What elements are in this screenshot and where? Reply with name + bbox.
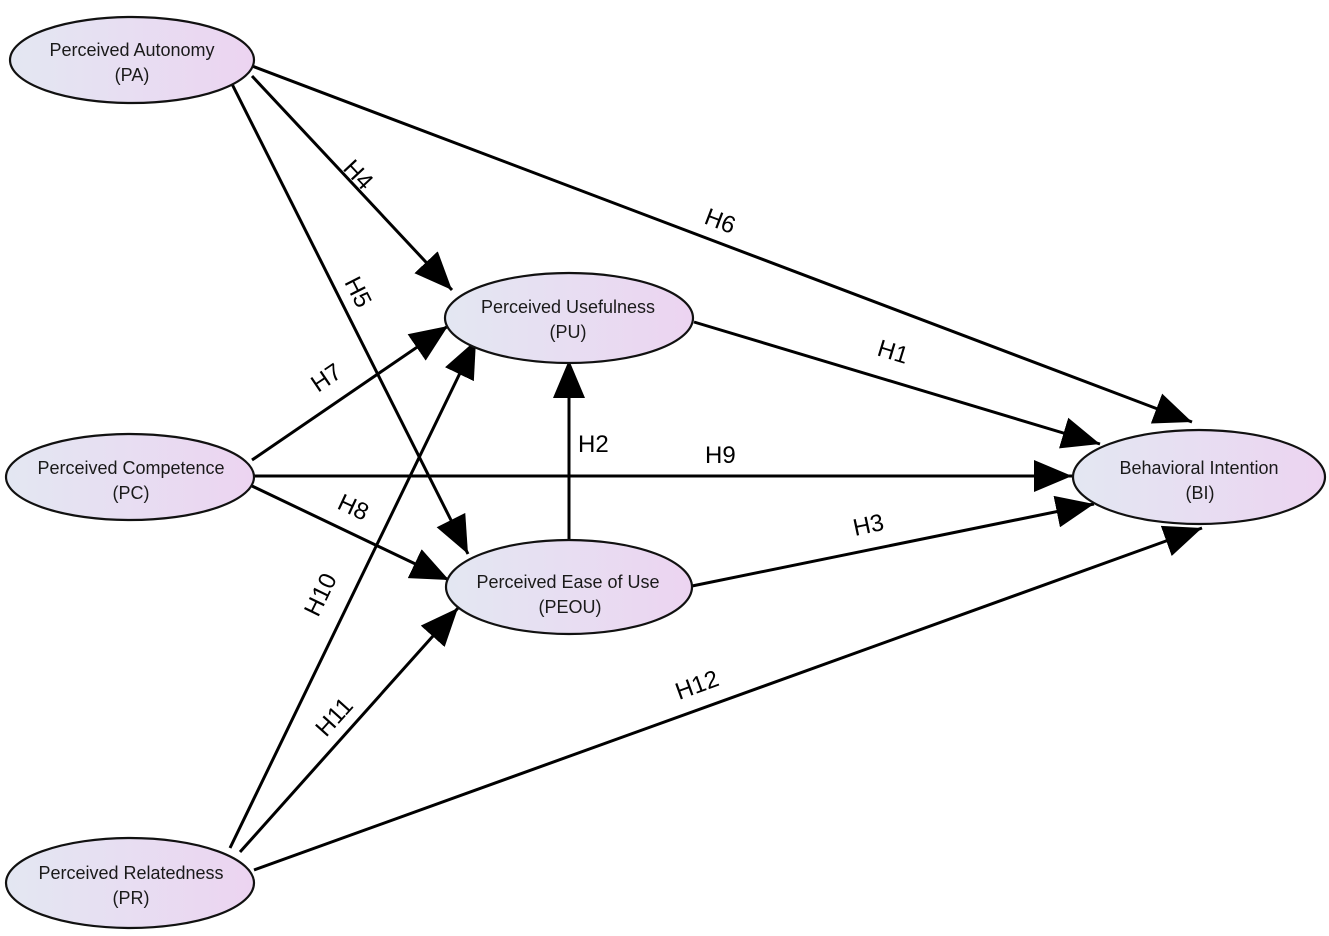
node-pc-abbr: (PC) bbox=[113, 483, 150, 503]
edge-h6-pa-bi bbox=[251, 64, 1193, 424]
edge-h7-pc-pu bbox=[251, 324, 449, 462]
node-pu-name: Perceived Usefulness bbox=[481, 297, 655, 317]
node-bi-name: Behavioral Intention bbox=[1119, 458, 1278, 478]
edge-h4-pa-pu bbox=[250, 74, 454, 292]
node-bi: Behavioral Intention (BI) bbox=[1071, 428, 1327, 526]
node-pr-name: Perceived Relatedness bbox=[38, 863, 223, 883]
node-pa-abbr: (PA) bbox=[115, 65, 150, 85]
edge-h3-peou-bi bbox=[691, 495, 1095, 588]
node-pu-abbr: (PU) bbox=[550, 322, 587, 342]
node-peou-abbr: (PEOU) bbox=[539, 597, 602, 617]
edges bbox=[228, 64, 1203, 872]
edge-label-h12: H12 bbox=[672, 665, 723, 705]
node-pu: Perceived Usefulness (PU) bbox=[443, 271, 695, 365]
edge-label-h1: H1 bbox=[874, 335, 911, 370]
edge-h11-pr-peou bbox=[238, 607, 460, 853]
edge-label-h2: H2 bbox=[578, 431, 609, 458]
node-bi-abbr: (BI) bbox=[1186, 483, 1215, 503]
edge-h10-pr-pu bbox=[228, 339, 478, 849]
node-pc-ellipse bbox=[4, 432, 256, 522]
node-pa-ellipse bbox=[8, 15, 256, 105]
edge-h8-pc-peou bbox=[251, 484, 450, 582]
edge-h1-pu-bi bbox=[693, 320, 1101, 449]
node-pc: Perceived Competence (PC) bbox=[4, 432, 256, 522]
node-pa: Perceived Autonomy (PA) bbox=[8, 15, 256, 105]
node-peou: Perceived Ease of Use (PEOU) bbox=[444, 538, 694, 636]
node-peou-name: Perceived Ease of Use bbox=[476, 572, 659, 592]
edge-label-h10: H10 bbox=[299, 569, 343, 620]
edge-label-h4: H4 bbox=[338, 155, 379, 196]
edge-label-h9: H9 bbox=[705, 442, 736, 469]
node-bi-ellipse bbox=[1071, 428, 1327, 526]
edge-h12-pr-bi bbox=[253, 525, 1203, 872]
node-pc-name: Perceived Competence bbox=[37, 458, 224, 478]
edge-label-h7: H7 bbox=[306, 358, 347, 398]
node-pr-ellipse bbox=[4, 836, 256, 930]
node-pr-abbr: (PR) bbox=[113, 888, 150, 908]
edge-label-h11: H11 bbox=[310, 693, 358, 742]
edge-label-h3: H3 bbox=[851, 509, 887, 542]
edge-label-h6: H6 bbox=[701, 203, 739, 239]
node-pa-name: Perceived Autonomy bbox=[49, 40, 214, 60]
node-peou-ellipse bbox=[444, 538, 694, 636]
node-pr: Perceived Relatedness (PR) bbox=[4, 836, 256, 930]
edge-h5-pa-peou bbox=[230, 83, 470, 555]
edge-labels: H6 H4 H5 H7 H9 H8 H10 H11 H12 H2 H1 H3 bbox=[299, 155, 911, 742]
node-pu-ellipse bbox=[443, 271, 695, 365]
edge-label-h8: H8 bbox=[333, 489, 372, 526]
